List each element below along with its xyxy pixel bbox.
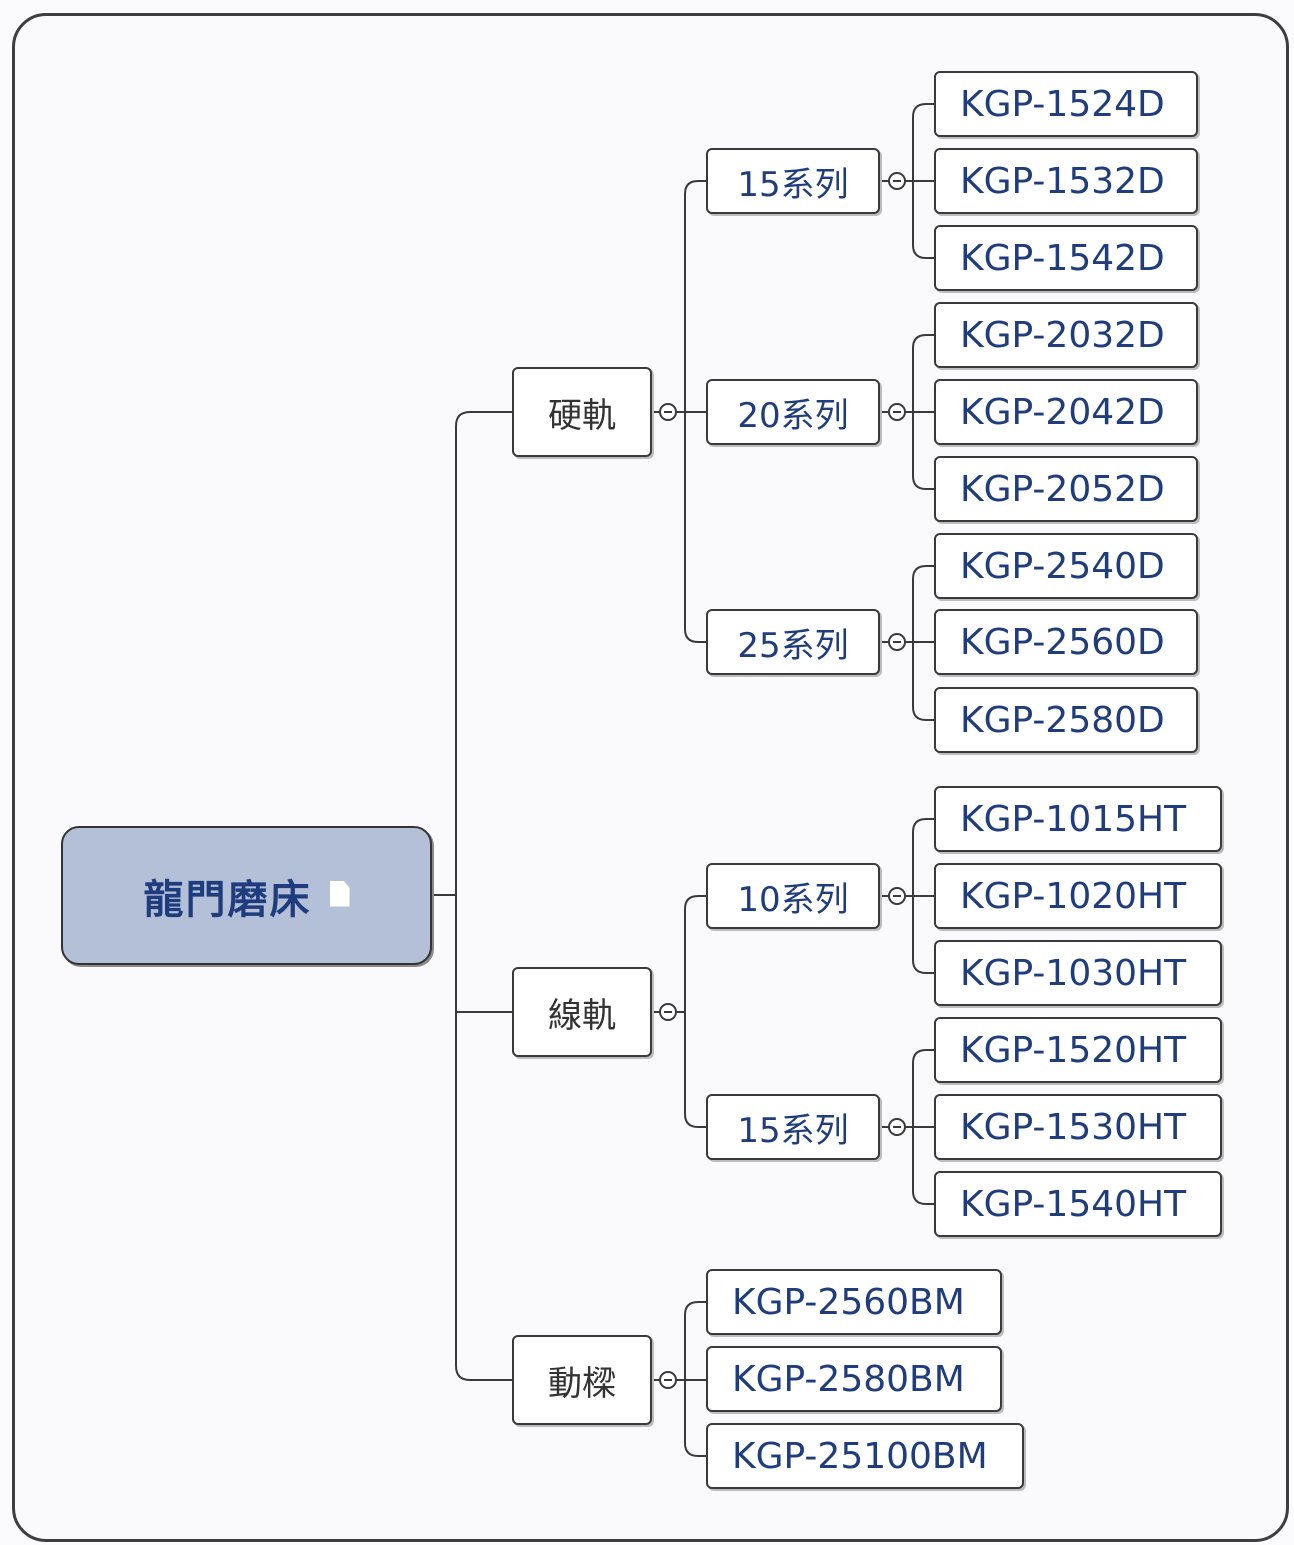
model-label: KGP-1520HT: [960, 1029, 1187, 1071]
collapse-toggle-icon[interactable]: [888, 1118, 906, 1136]
model-label: KGP-2560D: [960, 621, 1165, 663]
model-label: KGP-1540HT: [960, 1183, 1187, 1225]
series-label: 15系列: [737, 164, 849, 205]
collapse-toggle-icon[interactable]: [659, 1003, 677, 1021]
model-label: KGP-1530HT: [960, 1106, 1187, 1148]
series-label: 25系列: [737, 625, 849, 666]
model-label: KGP-1030HT: [960, 952, 1187, 994]
branch-moving-beam-label: 動樑: [548, 1363, 616, 1404]
model-node[interactable]: KGP-1524D: [934, 71, 1198, 137]
collapse-toggle-icon[interactable]: [888, 172, 906, 190]
model-node[interactable]: KGP-1015HT: [934, 786, 1222, 852]
model-node[interactable]: KGP-2032D: [934, 302, 1198, 368]
collapse-toggle-icon[interactable]: [888, 403, 906, 421]
model-label: KGP-1524D: [960, 83, 1165, 125]
model-node[interactable]: KGP-1530HT: [934, 1094, 1222, 1160]
series-label: 15系列: [737, 1110, 849, 1151]
collapse-toggle-icon[interactable]: [659, 403, 677, 421]
model-node[interactable]: KGP-1540HT: [934, 1171, 1222, 1237]
model-label: KGP-2032D: [960, 314, 1165, 356]
series-label: 10系列: [737, 879, 849, 920]
collapse-toggle-icon[interactable]: [888, 887, 906, 905]
model-node[interactable]: KGP-1532D: [934, 148, 1198, 214]
series-node-hard-15[interactable]: 15系列: [706, 148, 880, 214]
model-label: KGP-2052D: [960, 468, 1165, 510]
model-label: KGP-2540D: [960, 545, 1165, 587]
series-node-linear-10[interactable]: 10系列: [706, 863, 880, 929]
branch-linear-rail[interactable]: 線軌: [512, 967, 652, 1057]
model-label: KGP-2580D: [960, 699, 1165, 741]
series-node-hard-20[interactable]: 20系列: [706, 379, 880, 445]
model-node[interactable]: KGP-2580BM: [706, 1346, 1002, 1412]
series-label: 20系列: [737, 395, 849, 436]
root-label: 龍門磨床: [143, 876, 312, 923]
model-node[interactable]: KGP-2560D: [934, 609, 1198, 675]
collapse-toggle-icon[interactable]: [659, 1371, 677, 1389]
model-label: KGP-2560BM: [732, 1281, 965, 1323]
branch-moving-beam[interactable]: 動樑: [512, 1335, 652, 1425]
model-node[interactable]: KGP-1520HT: [934, 1017, 1222, 1083]
model-node[interactable]: KGP-1542D: [934, 225, 1198, 291]
model-label: KGP-2580BM: [732, 1358, 965, 1400]
model-node[interactable]: KGP-1030HT: [934, 940, 1222, 1006]
model-node[interactable]: KGP-2042D: [934, 379, 1198, 445]
model-node[interactable]: KGP-2580D: [934, 687, 1198, 753]
note-document-icon: [329, 880, 350, 907]
branch-hard-rail[interactable]: 硬軌: [512, 367, 652, 457]
root-node[interactable]: 龍門磨床: [61, 826, 432, 965]
model-label: KGP-1542D: [960, 237, 1165, 279]
model-label: KGP-1532D: [960, 160, 1165, 202]
collapse-toggle-icon[interactable]: [888, 633, 906, 651]
branch-linear-rail-label: 線軌: [548, 995, 616, 1036]
branch-hard-rail-label: 硬軌: [548, 395, 616, 436]
model-node[interactable]: KGP-25100BM: [706, 1423, 1024, 1489]
series-node-linear-15[interactable]: 15系列: [706, 1094, 880, 1160]
model-node[interactable]: KGP-1020HT: [934, 863, 1222, 929]
model-node[interactable]: KGP-2560BM: [706, 1269, 1002, 1335]
model-label: KGP-1020HT: [960, 875, 1187, 917]
model-node[interactable]: KGP-2540D: [934, 533, 1198, 599]
model-node[interactable]: KGP-2052D: [934, 456, 1198, 522]
series-node-hard-25[interactable]: 25系列: [706, 609, 880, 675]
model-label: KGP-2042D: [960, 391, 1165, 433]
model-label: KGP-25100BM: [732, 1435, 988, 1477]
model-label: KGP-1015HT: [960, 798, 1187, 840]
